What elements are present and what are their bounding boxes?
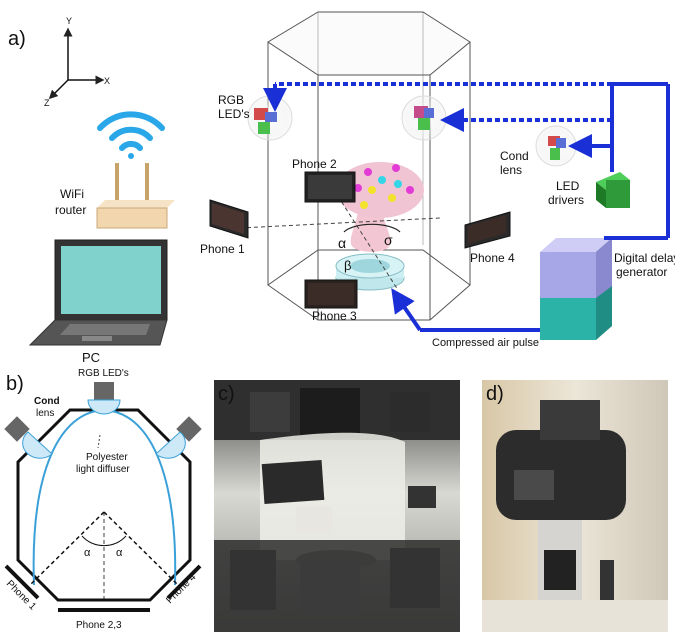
- photo-d: [482, 380, 668, 632]
- wifi-router-label-1: WiFi: [60, 187, 84, 201]
- led-drivers-label-1: LED: [556, 179, 580, 193]
- droplet-mushroom: [336, 162, 424, 252]
- phone-4-label: Phone 4: [470, 251, 515, 265]
- photo-c: [214, 380, 460, 632]
- cond-lens-b-label-1: Cond: [34, 396, 60, 407]
- rgb-led-right: [401, 95, 447, 141]
- delay-generator-label-2: generator: [616, 265, 667, 279]
- beta-symbol: β: [344, 258, 351, 273]
- rotation-arrow-icon: [343, 223, 401, 233]
- signal-lines: [263, 82, 670, 332]
- cond-lens-label-2: lens: [500, 163, 522, 177]
- alpha-left-b: α: [84, 547, 91, 559]
- phone-1-b: [4, 564, 40, 600]
- cond-lens-b-label-2: lens: [36, 408, 54, 419]
- alpha-symbol: α: [338, 235, 346, 251]
- panel-a-letter: a): [8, 28, 26, 50]
- led-right-b: [155, 416, 202, 459]
- rgb-leds-label-1: RGB: [218, 93, 244, 107]
- phone-4: [464, 211, 511, 249]
- axis-x-label: X: [104, 76, 110, 86]
- phone-2: [304, 171, 356, 203]
- air-nozzle: [335, 253, 405, 291]
- phone-2-label: Phone 2: [292, 157, 337, 171]
- axis-z-label: Z: [44, 98, 50, 108]
- led-left-b: [4, 416, 53, 459]
- cond-lens-label-1: Cond: [500, 149, 529, 163]
- diffuser-pointer: [97, 434, 101, 449]
- sigma-symbol: σ: [384, 232, 393, 248]
- phone-3: [304, 279, 358, 309]
- axis-y-label: Y: [66, 16, 72, 26]
- diffuser-label-2: light diffuser: [76, 464, 130, 475]
- angle-arc: [81, 535, 127, 547]
- rgb-led-cond-lens: [535, 125, 577, 167]
- panel-b-letter: b): [6, 373, 24, 395]
- delay-generator-box: [540, 238, 612, 340]
- diffuser-label-1: Polyester: [86, 452, 128, 463]
- rgb-leds-b-label: RGB LED's: [78, 368, 129, 379]
- wifi-router: [96, 163, 175, 229]
- panel-c-letter: c): [218, 383, 235, 405]
- delay-generator-label-1: Digital delay: [614, 251, 675, 265]
- laptop-pc: [28, 239, 168, 346]
- phone-4-b: [166, 564, 202, 600]
- panel-d-letter: d): [486, 383, 504, 405]
- phone-1: [209, 199, 249, 239]
- led-drivers-label-2: drivers: [548, 193, 584, 207]
- angle-lines-b: [29, 511, 179, 600]
- axes-icon: [48, 27, 105, 100]
- phone-23-b-label: Phone 2,3: [76, 620, 122, 631]
- pc-label: PC: [82, 350, 100, 365]
- rgb-leds-label-2: LED's: [218, 107, 250, 121]
- wifi-router-label-2: router: [55, 203, 86, 217]
- wifi-icon: [97, 111, 165, 159]
- air-pulse-label: Compressed air pulse: [432, 337, 539, 349]
- alpha-right-b: α: [116, 547, 123, 559]
- phone-1-label: Phone 1: [200, 242, 245, 256]
- phone-3-label: Phone 3: [312, 309, 357, 323]
- led-top-b: [87, 382, 121, 415]
- camera-sight-lines: [239, 189, 441, 291]
- led-drivers-box: [596, 172, 630, 208]
- rgb-led-left: [247, 95, 293, 141]
